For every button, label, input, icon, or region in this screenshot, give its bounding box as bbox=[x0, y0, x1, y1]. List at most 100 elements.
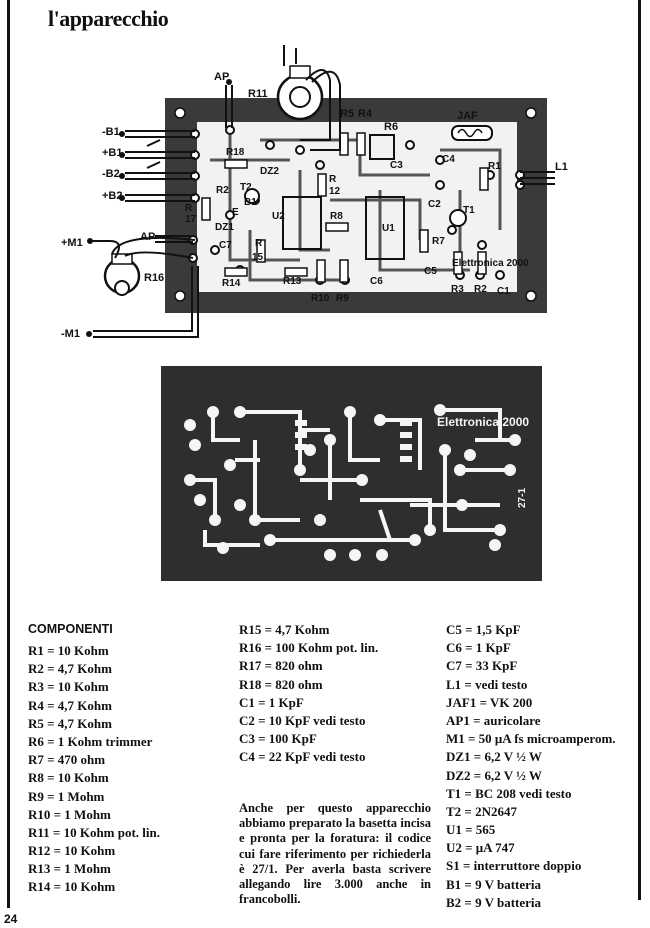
components-column-1: R1 = 10 Kohm R2 = 4,7 Kohm R3 = 10 Kohm … bbox=[28, 642, 160, 897]
label-r2-bottom: R2 bbox=[474, 284, 487, 295]
component-item: T2 = 2N2647 bbox=[446, 803, 517, 819]
label-jaf: JAF bbox=[457, 110, 478, 122]
label-r17-number: 17 bbox=[185, 214, 197, 225]
right-margin-rule bbox=[638, 0, 641, 900]
label-dz2: DZ2 bbox=[260, 166, 279, 177]
label-c7: C7 bbox=[219, 240, 232, 251]
label-ap-mid: AP bbox=[140, 231, 156, 243]
label-t1: T1 bbox=[463, 205, 475, 216]
component-item: R2 = 4,7 Kohm bbox=[28, 661, 112, 677]
component-item: R11 = 10 Kohm pot. lin. bbox=[28, 824, 161, 840]
resistor-r15 bbox=[256, 239, 266, 263]
label-u2: U2 bbox=[272, 211, 285, 222]
component-item: DZ1 = 6,2 V ½ W bbox=[446, 749, 542, 765]
component-item: R15 = 4,7 Kohm bbox=[239, 622, 330, 637]
component-item: R5 = 4,7 Kohm bbox=[28, 715, 112, 731]
component-item: R17 = 820 ohm bbox=[239, 658, 323, 674]
component-item: M1 = 50 μA fs microamperom. bbox=[446, 731, 616, 747]
label-c3: C3 bbox=[390, 160, 403, 171]
label-m1-pos: +M1 bbox=[61, 237, 83, 249]
component-item: R14 = 10 Kohm bbox=[28, 879, 116, 895]
ic-u1 bbox=[365, 196, 405, 260]
label-r7: R7 bbox=[432, 236, 445, 247]
component-item: R18 = 820 ohm bbox=[239, 676, 323, 692]
resistor-r2 bbox=[477, 251, 487, 275]
mount-hole bbox=[525, 107, 537, 119]
component-item: C2 = 10 KpF vedi testo bbox=[239, 712, 366, 728]
label-r18: R18 bbox=[226, 147, 245, 158]
label-c1: C1 bbox=[497, 286, 510, 297]
label-r14: R14 bbox=[222, 278, 241, 289]
component-item: R12 = 10 Kohm bbox=[28, 843, 116, 859]
label-b1-pos: +B1 bbox=[102, 147, 123, 159]
component-item: U1 = 565 bbox=[446, 822, 496, 838]
label-r17: R bbox=[185, 203, 193, 214]
label-r2: R2 bbox=[216, 185, 229, 196]
label-r5: R5 bbox=[340, 108, 355, 120]
component-item: R3 = 10 Kohm bbox=[28, 679, 109, 695]
label-c2: C2 bbox=[428, 199, 441, 210]
label-r1: R1 bbox=[488, 161, 501, 172]
components-column-2: R15 = 4,7 Kohm R16 = 100 Kohm pot. lin. … bbox=[239, 621, 378, 767]
resistor-r10 bbox=[316, 259, 326, 283]
label-m1-neg: -M1 bbox=[61, 328, 80, 340]
potentiometer-r11 bbox=[276, 45, 341, 151]
label-r15: R bbox=[255, 238, 263, 249]
label-r8: R8 bbox=[330, 211, 343, 222]
label-b2-neg: -B2 bbox=[102, 168, 120, 180]
resistor-r18 bbox=[224, 159, 248, 169]
component-item: R16 = 100 Kohm pot. lin. bbox=[239, 640, 379, 656]
pcb-brand-mark: Elettronica 2000 bbox=[437, 415, 529, 429]
mount-hole bbox=[174, 107, 186, 119]
component-item: C1 = 1 KpF bbox=[239, 694, 304, 710]
component-item: R6 = 1 Kohm trimmer bbox=[28, 733, 153, 749]
transistor-t1 bbox=[449, 209, 467, 227]
resistor-r14 bbox=[224, 267, 248, 277]
component-item: C5 = 1,5 KpF bbox=[446, 622, 521, 637]
copper-traces bbox=[190, 408, 515, 547]
trimmer-r6 bbox=[369, 134, 395, 160]
component-item: AP1 = auricolare bbox=[446, 712, 541, 728]
component-item: T1 = BC 208 vedi testo bbox=[446, 785, 572, 801]
label-c5: C5 bbox=[424, 266, 437, 277]
label-r16: R16 bbox=[144, 272, 165, 284]
component-item: S1 = interruttore doppio bbox=[446, 858, 582, 874]
component-item: U2 = μA 747 bbox=[446, 840, 515, 856]
resistor-r7 bbox=[419, 229, 429, 253]
component-item: JAF1 = VK 200 bbox=[446, 694, 533, 710]
label-l1: L1 bbox=[555, 161, 568, 173]
label-u1: U1 bbox=[382, 223, 395, 234]
resistor-r5 bbox=[339, 132, 349, 156]
label-e: E bbox=[232, 207, 239, 218]
resistor-r8 bbox=[325, 222, 349, 232]
label-r15-number: 15 bbox=[252, 252, 264, 263]
component-item: R9 = 1 Mohm bbox=[28, 788, 105, 804]
page-title: l'apparecchio bbox=[48, 6, 169, 31]
left-margin-rule bbox=[7, 0, 10, 908]
resistor-r17 bbox=[201, 197, 211, 221]
component-item: R7 = 470 ohm bbox=[28, 752, 106, 768]
component-item: DZ2 = 6,2 V ½ W bbox=[446, 767, 542, 783]
label-ap-top: AP bbox=[214, 71, 230, 83]
resistor-r4 bbox=[356, 132, 366, 156]
mount-hole bbox=[174, 290, 186, 302]
resistor-r13 bbox=[284, 267, 308, 277]
board-order-note: Anche per questo apparecchio abbiamo pre… bbox=[239, 801, 431, 907]
component-item: L1 = vedi testo bbox=[446, 676, 528, 692]
component-item: B2 = 9 V batteria bbox=[446, 894, 542, 910]
component-item: C6 = 1 KpF bbox=[446, 640, 511, 656]
mount-hole bbox=[525, 290, 537, 302]
label-r12: R bbox=[329, 174, 337, 185]
label-r3: R3 bbox=[451, 284, 464, 295]
page-number: 24 bbox=[4, 912, 18, 926]
label-r11: R11 bbox=[248, 88, 268, 100]
pcb-code-mark: 27-1 bbox=[517, 488, 528, 508]
potentiometer-r16 bbox=[103, 236, 196, 296]
component-item: C4 = 22 KpF vedi testo bbox=[239, 749, 366, 765]
label-dz1: DZ1 bbox=[215, 222, 234, 233]
component-item: R8 = 10 Kohm bbox=[28, 770, 109, 786]
resistor-r12 bbox=[317, 173, 327, 197]
transistor-t2 bbox=[244, 188, 260, 204]
resistor-r3 bbox=[453, 251, 463, 275]
component-item: R10 = 1 Mohm bbox=[28, 806, 111, 822]
